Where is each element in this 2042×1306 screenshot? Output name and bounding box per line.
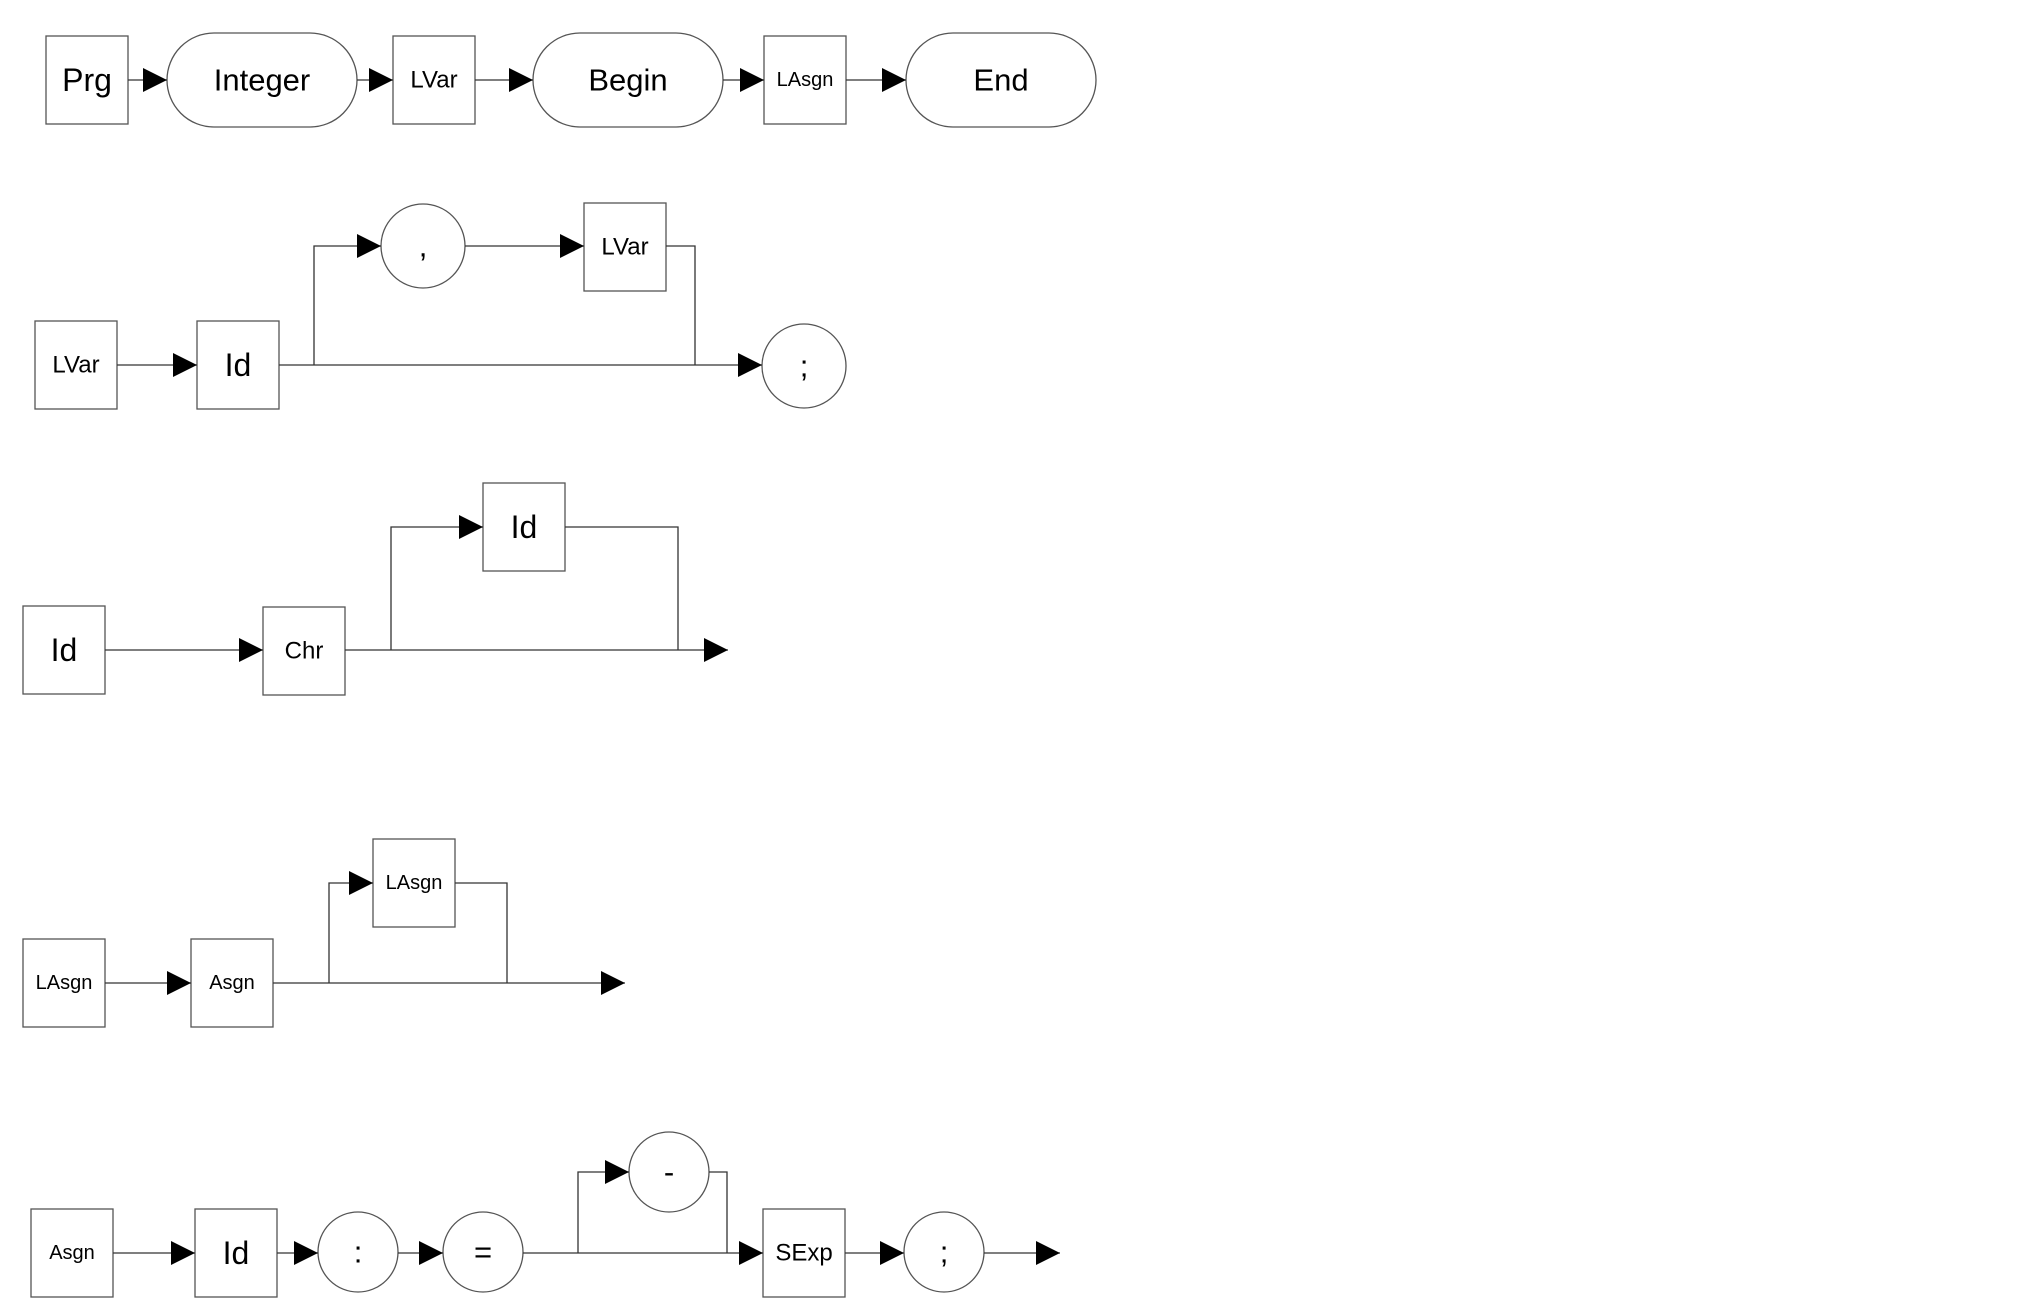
id-nonterminal-label-asgn: Id xyxy=(223,1235,250,1271)
semicolon-terminal-circle xyxy=(761,323,847,409)
semicolon-terminal-label: ; xyxy=(800,349,809,384)
id-recursive-box xyxy=(482,482,566,572)
end-keyword-label: End xyxy=(973,63,1028,98)
minus-terminal-label: - xyxy=(664,1155,674,1190)
equals-terminal-label: = xyxy=(474,1235,492,1270)
semicolon-terminal-circle-asgn xyxy=(903,1211,985,1293)
integer-keyword-label: Integer xyxy=(214,63,311,98)
begin-keyword-label: Begin xyxy=(588,63,667,98)
rule-lasgn: LAsgn Asgn LAsgn xyxy=(22,838,625,1028)
rule-id: Id Chr Id xyxy=(22,482,728,696)
sexp-nonterminal-box xyxy=(762,1208,846,1298)
merge-from-minus xyxy=(709,1171,728,1253)
rule-prg: Prg Integer LVar Begin LAsgn End xyxy=(45,32,1097,128)
semicolon-terminal-label-asgn: ; xyxy=(940,1235,949,1270)
lasgn-recursive-label: LAsgn xyxy=(386,872,443,894)
id-nonterminal-label: Id xyxy=(225,347,252,383)
rule-lvar-head-label: LVar xyxy=(52,352,99,379)
loop-back-from-lvar xyxy=(666,245,696,365)
colon-terminal-circle xyxy=(317,1211,399,1293)
asgn-nonterminal-box xyxy=(190,938,274,1028)
rule-prg-head-box xyxy=(45,35,129,125)
colon-terminal-label: : xyxy=(354,1235,363,1270)
rule-lasgn-head-label: LAsgn xyxy=(36,972,93,994)
rule-id-head-box xyxy=(22,605,106,695)
id-nonterminal-box-asgn xyxy=(194,1208,278,1298)
rule-lasgn-head-box xyxy=(22,938,106,1028)
comma-terminal-label: , xyxy=(419,229,428,264)
rule-asgn-head-label: Asgn xyxy=(49,1242,95,1264)
loop-back-from-lasgn xyxy=(455,882,508,983)
id-recursive-label: Id xyxy=(511,509,538,545)
branch-to-minus xyxy=(577,1160,629,1253)
chr-nonterminal-label: Chr xyxy=(285,638,324,665)
rule-lvar: LVar Id , LVar ; xyxy=(34,202,847,410)
branch-to-id xyxy=(390,515,483,650)
lvar-nonterminal-label: LVar xyxy=(410,67,457,94)
rule-asgn-head-box xyxy=(30,1208,114,1298)
rule-prg-head-label: Prg xyxy=(62,62,112,98)
chr-nonterminal-box xyxy=(262,606,346,696)
lvar-recursive-box xyxy=(583,202,667,292)
asgn-nonterminal-label: Asgn xyxy=(209,972,255,994)
branch-to-comma xyxy=(313,234,381,365)
lvar-recursive-label: LVar xyxy=(601,234,648,261)
loop-back-from-id xyxy=(565,526,679,650)
branch-to-lasgn xyxy=(328,871,373,983)
sexp-nonterminal-label: SExp xyxy=(775,1240,832,1267)
lasgn-recursive-box xyxy=(372,838,456,928)
equals-terminal-circle xyxy=(442,1211,524,1293)
rule-id-head-label: Id xyxy=(51,632,78,668)
lvar-nonterminal-box xyxy=(392,35,476,125)
lasgn-nonterminal-label: LAsgn xyxy=(777,69,834,91)
rule-asgn: Asgn Id : = - SExp ; xyxy=(30,1131,1060,1298)
